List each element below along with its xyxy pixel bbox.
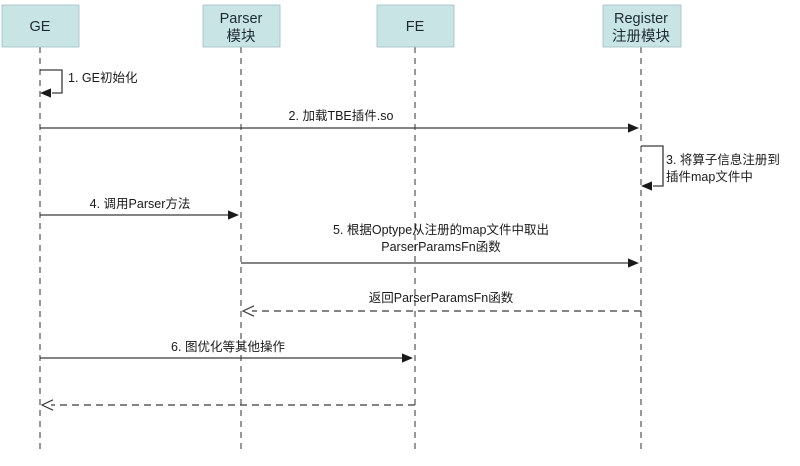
message-1-arrowhead: [40, 88, 51, 98]
message-return-5-arrowhead: [241, 305, 255, 317]
message-return-7[interactable]: [40, 399, 415, 411]
message-4-arrowhead: [228, 210, 239, 220]
message-5-label-line2: ParserParamsFn函数: [381, 239, 501, 254]
message-1[interactable]: 1. GE初始化: [40, 69, 138, 98]
message-6[interactable]: 6. 图优化等其他操作: [40, 339, 413, 363]
participant-fe[interactable]: FE: [376, 4, 455, 48]
message-return-5[interactable]: 返回ParserParamsFn函数: [241, 290, 641, 317]
participant-label-parser: Parser: [220, 11, 263, 27]
participant-box-register: [602, 4, 682, 48]
message-2[interactable]: 2. 加载TBE插件.so: [40, 109, 639, 133]
messages-layer: 1. GE初始化 2. 加载TBE插件.so 3. 将算子信息注册到插件map文件中…: [40, 69, 780, 411]
message-return-5-label-line1: 返回ParserParamsFn函数: [369, 290, 514, 305]
participant-sublabel-parser: 模块: [227, 28, 256, 45]
message-2-arrowhead: [628, 123, 639, 133]
message-1-label-line1: 1. GE初始化: [68, 71, 138, 85]
participant-label-fe: FE: [406, 19, 425, 35]
message-3-label-line2: 插件map文件中: [666, 169, 753, 184]
participant-box-ge: [1, 4, 80, 48]
message-4[interactable]: 4. 调用Parser方法: [40, 196, 239, 220]
message-2-label-line1: 2. 加载TBE插件.so: [289, 109, 394, 123]
message-4-label-line1: 4. 调用Parser方法: [90, 196, 191, 211]
message-return-7-arrowhead: [40, 399, 54, 411]
participant-label-ge: GE: [30, 19, 51, 35]
participant-sublabel-register: 注册模块: [612, 28, 670, 45]
lifelines-layer: [39, 47, 642, 452]
message-3-line: [641, 145, 664, 187]
message-5-label-line1: 5. 根据Optype从注册的map文件中取出: [333, 222, 549, 237]
message-3-label-line1: 3. 将算子信息注册到: [666, 152, 780, 167]
message-1-line: [40, 69, 63, 94]
participant-box-parser: [202, 4, 281, 48]
participant-box-fe: [376, 4, 455, 48]
message-6-arrowhead: [402, 353, 413, 363]
message-5-arrowhead: [628, 258, 639, 268]
message-5[interactable]: 5. 根据Optype从注册的map文件中取出 ParserParamsFn函数: [241, 222, 639, 268]
participant-label-register: Register: [614, 11, 668, 27]
message-6-label-line1: 6. 图优化等其他操作: [171, 339, 285, 354]
message-3-arrowhead: [641, 181, 652, 191]
participant-ge[interactable]: GE: [1, 4, 80, 48]
